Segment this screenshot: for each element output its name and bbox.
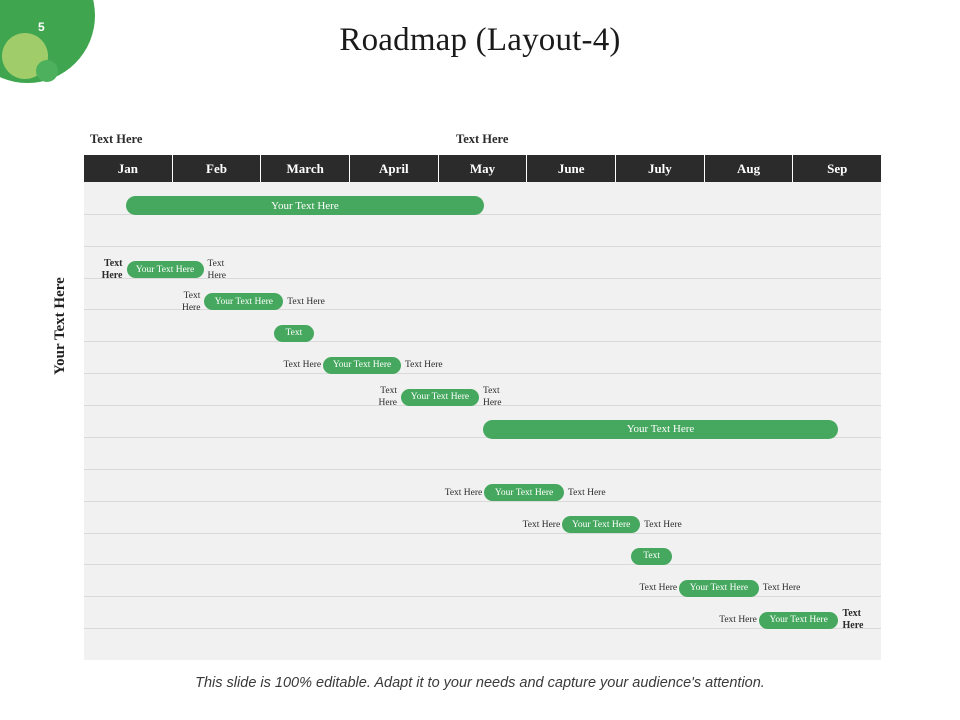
grid-row-divider	[84, 309, 881, 311]
month-header-june[interactable]: June	[527, 155, 617, 182]
gantt-right-note-10: Text Here	[762, 583, 801, 594]
month-header-april[interactable]: April	[350, 155, 439, 182]
gantt-left-note-4: Text Here	[283, 360, 322, 371]
gantt-right-note-2: Text Here	[287, 296, 325, 307]
gantt-bar-5[interactable]: Your Text Here	[401, 388, 479, 406]
gantt-right-note-8: Text Here	[644, 519, 682, 530]
month-header-feb[interactable]: Feb	[173, 155, 262, 182]
grid-row-divider	[84, 436, 881, 438]
month-header-may[interactable]: May	[439, 155, 528, 182]
gantt-bar-11[interactable]: Your Text Here	[758, 611, 839, 629]
month-header-july[interactable]: July	[616, 155, 705, 182]
month-header-march[interactable]: March	[261, 155, 351, 182]
grid-row-divider	[84, 468, 881, 470]
gantt-right-note-4: Text Here	[405, 360, 443, 371]
gantt-left-note-5: Text Here	[378, 386, 398, 409]
footer-note: This slide is 100% editable. Adapt it to…	[195, 675, 765, 691]
page-title: Roadmap (Layout-4)	[339, 22, 621, 58]
grid-row-divider	[84, 277, 881, 279]
y-axis-label: Your Text Here	[52, 277, 68, 375]
gantt-bar-1[interactable]: Your Text Here	[126, 261, 204, 279]
gantt-left-note-2: Text Here	[181, 290, 201, 313]
gantt-bar-3[interactable]: Text	[273, 324, 315, 342]
slide-number: 5	[38, 20, 45, 34]
corner-decoration	[0, 0, 140, 120]
grid-row-divider	[84, 341, 881, 343]
grid-row-divider	[84, 373, 881, 375]
gantt-right-note-1: Text Here	[207, 258, 227, 281]
gantt-bar-0[interactable]: Your Text Here	[125, 196, 485, 216]
gantt-left-note-7: Text Here	[444, 487, 483, 498]
grid-row-divider	[84, 532, 881, 534]
grid-row-divider	[84, 500, 881, 502]
caption-center: Text Here	[456, 132, 509, 146]
gantt-right-note-5: Text Here	[482, 386, 502, 409]
gantt-left-note-11: Text Here	[719, 615, 757, 626]
gantt-bar-7[interactable]: Your Text Here	[484, 484, 564, 502]
gantt-left-note-1: Text Here	[101, 257, 123, 281]
gantt-bar-6[interactable]: Your Text Here	[482, 419, 839, 439]
gantt-bar-8[interactable]: Your Text Here	[562, 516, 641, 534]
gantt-bar-9[interactable]: Text	[631, 547, 672, 565]
grid-row-divider	[84, 213, 881, 215]
grid-row-divider	[84, 628, 881, 630]
gantt-bar-10[interactable]: Your Text Here	[679, 579, 759, 597]
month-header-jan[interactable]: Jan	[84, 155, 173, 182]
decoration-circle-small	[36, 60, 58, 82]
grid-row-divider	[84, 405, 881, 407]
gantt-left-note-8: Text Here	[522, 519, 561, 530]
grid-row-divider	[84, 596, 881, 598]
gantt-right-note-11: Text Here	[842, 608, 864, 632]
gantt-bar-2[interactable]: Your Text Here	[204, 293, 284, 311]
gantt-bar-4[interactable]: Your Text Here	[323, 356, 402, 374]
grid-row-divider	[84, 564, 881, 566]
gantt-left-note-10: Text Here	[639, 583, 678, 594]
month-header-sep[interactable]: Sep	[827, 160, 848, 176]
grid-row-divider	[84, 245, 881, 247]
month-header-aug[interactable]: Aug	[705, 155, 794, 182]
caption-left: Text Here	[90, 132, 143, 146]
gantt-right-note-7: Text Here	[567, 487, 606, 498]
